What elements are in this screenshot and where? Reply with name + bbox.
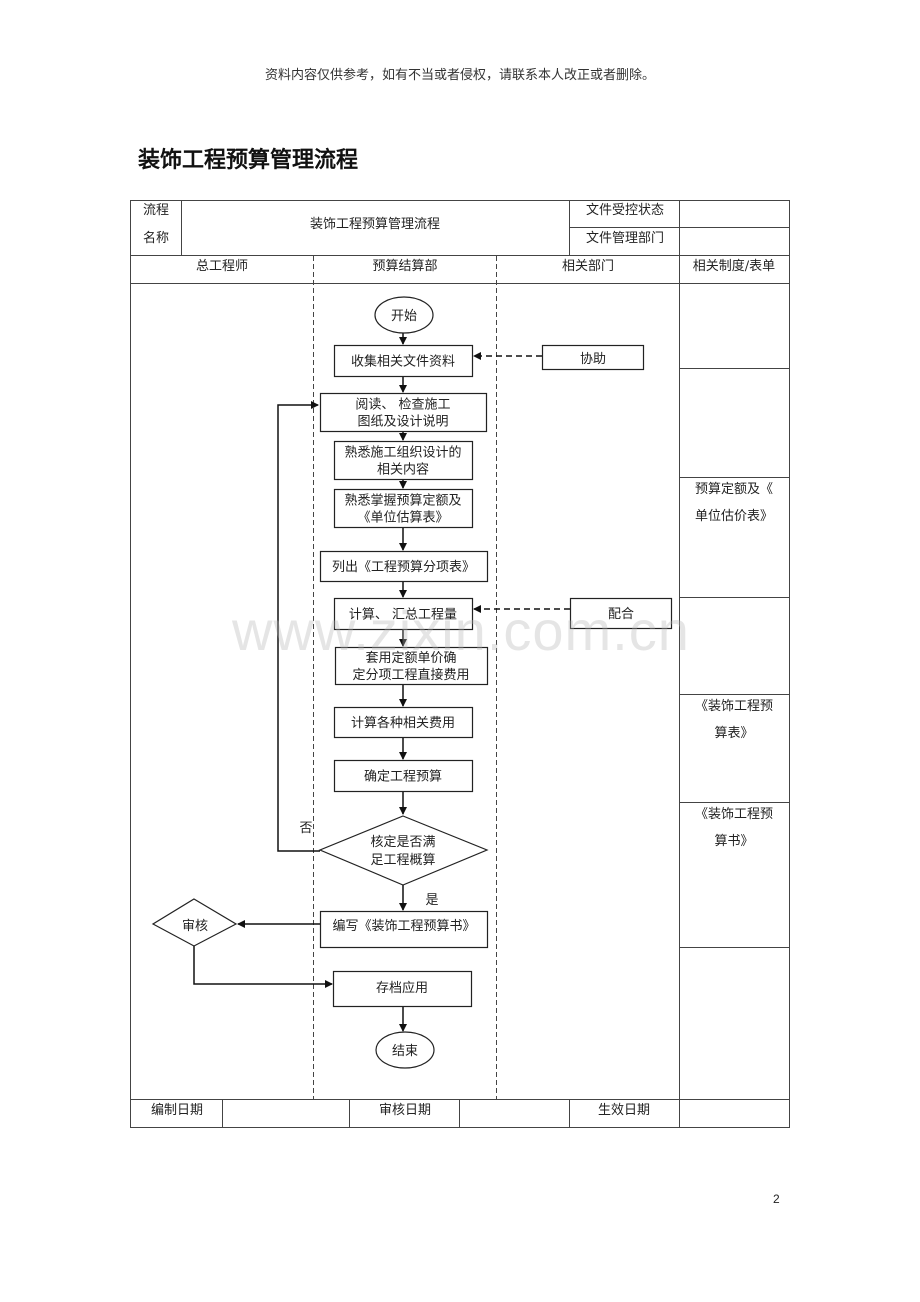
related-form-text: 算表》 (714, 726, 753, 741)
form-frame (130, 200, 790, 1128)
document-title: 装饰工程预算管理流程 (138, 148, 359, 173)
decision-no-label: 否 (299, 821, 312, 836)
decision-line-2: 足工程概算 (370, 853, 435, 868)
process-step-label: 相关内容 (377, 462, 429, 478)
decision-node[interactable]: 核定是否满 足工程概算 (318, 815, 489, 886)
effective-date-label: 生效日期 (598, 1103, 650, 1118)
start-label: 开始 (391, 309, 417, 324)
archive-label: 存档应用 (376, 980, 428, 996)
lane-header-chief-engineer: 总工程师 (196, 259, 248, 274)
assist-label: 协助 (580, 352, 606, 367)
process-step-label: 确定工程预算 (364, 770, 442, 785)
assist-connectors (473, 352, 570, 613)
archive-step[interactable]: 存档应用 (332, 970, 473, 1008)
process-step-label: 计算、 汇总工程量 (349, 608, 457, 623)
start-terminal[interactable]: 开始 (374, 296, 434, 334)
lane-header-related-dept: 相关部门 (562, 259, 614, 274)
disclaimer-text: 资料内容仅供参考，如有不当或者侵权，请联系本人改正或者删除。 (264, 68, 655, 83)
process-step[interactable]: 熟悉掌握预算定额及《单位估算表》 (333, 488, 474, 529)
write-budget-book-step[interactable]: 编写《装饰工程预算书》 (319, 910, 489, 949)
process-step-label: 计算各种相关费用 (351, 715, 455, 731)
process-step-label: 套用定额单价确 (365, 650, 456, 666)
process-step-label: 《单位估算表》 (357, 511, 448, 526)
review-label: 审核 (182, 919, 208, 934)
process-step[interactable]: 确定工程预算 (333, 759, 474, 793)
process-step-label: 收集相关文件资料 (351, 354, 455, 370)
end-terminal[interactable]: 结束 (375, 1031, 435, 1069)
doc-dept-label: 文件管理部门 (586, 231, 664, 246)
process-step-label: 定分项工程直接费用 (352, 667, 469, 683)
decision-line-1: 核定是否满 (370, 835, 435, 850)
process-step[interactable]: 收集相关文件资料 (333, 344, 474, 378)
write-budget-book-label: 编写《装饰工程预算书》 (332, 919, 475, 934)
process-step-label: 列出《工程预算分项表》 (332, 560, 475, 575)
flow-connectors (193, 333, 407, 1032)
related-form-text: 单位估价表》 (695, 509, 773, 524)
review-date-label: 审核日期 (379, 1103, 431, 1118)
page-number: 2 (773, 1192, 780, 1206)
decision-yes-label: 是 (425, 893, 438, 908)
assist-box[interactable]: 协助 (541, 344, 645, 371)
process-step[interactable]: 计算各种相关费用 (333, 706, 474, 739)
compiled-date-label: 编制日期 (151, 1103, 203, 1118)
process-name-value: 装饰工程预算管理流程 (310, 217, 440, 232)
related-form-text: 预算定额及《 (695, 482, 773, 497)
process-step-label: 熟悉施工组织设计的 (344, 445, 461, 461)
cooperate-box[interactable]: 配合 (569, 597, 673, 630)
process-step-label: 图纸及设计说明 (357, 415, 448, 430)
lane-header-related-forms: 相关制度/表单 (693, 258, 775, 274)
process-step[interactable]: 计算、 汇总工程量 (333, 597, 474, 631)
process-step-label: 阅读、 检查施工 (355, 398, 450, 413)
end-label: 结束 (392, 1044, 418, 1059)
cooperate-label: 配合 (608, 607, 634, 622)
related-form-text: 《装饰工程预 (695, 699, 773, 714)
process-name-label-1: 流程 (143, 203, 169, 218)
doc-status-label: 文件受控状态 (586, 203, 664, 218)
lane-dividers (313, 256, 497, 1099)
process-name-label-2: 名称 (143, 230, 169, 246)
related-form-text: 《装饰工程预 (695, 807, 773, 822)
review-node[interactable]: 审核 (151, 898, 238, 947)
process-step[interactable]: 列出《工程预算分项表》 (319, 550, 489, 583)
lane-header-budget-dept: 预算结算部 (372, 259, 437, 274)
process-step-label: 熟悉掌握预算定额及 (344, 493, 461, 509)
related-form-text: 算书》 (714, 834, 753, 849)
